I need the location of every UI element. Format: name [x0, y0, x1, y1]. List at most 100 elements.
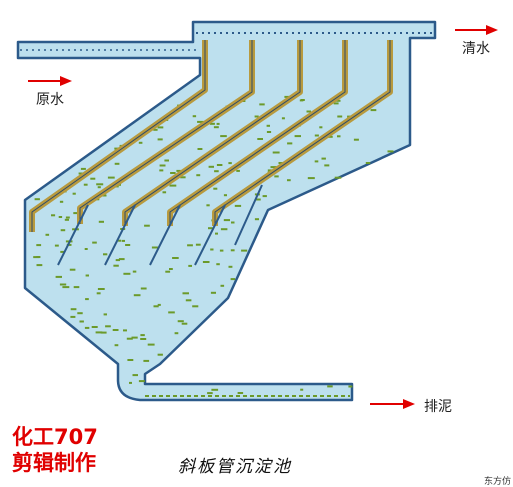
sludge-speck: [202, 261, 210, 263]
sludge-speck: [387, 150, 394, 153]
sludge-speck: [208, 165, 214, 168]
sludge-speck: [114, 162, 120, 165]
sludge-speck: [267, 169, 272, 172]
sludge-speck: [348, 385, 353, 388]
sludge-speck: [101, 194, 107, 197]
sludge-speck: [307, 177, 315, 180]
sludge-speck: [223, 219, 230, 222]
sludge-speck: [36, 264, 43, 267]
inclined-plate-edge: [214, 40, 391, 226]
inclined-plate-edge: [31, 40, 206, 232]
sludge-speck: [125, 244, 131, 246]
sludge-speck: [65, 216, 70, 219]
sludge-speck: [114, 344, 119, 347]
sludge-speck: [176, 169, 181, 172]
sludge-speck: [213, 126, 219, 129]
sludge-speck: [126, 337, 133, 340]
sludge-speck: [192, 305, 199, 308]
sludge-speck: [257, 138, 263, 140]
sludge-speck: [255, 198, 261, 201]
sludge-speck: [337, 115, 343, 118]
sludge-speck: [337, 135, 341, 138]
sludge-speck: [177, 320, 184, 323]
sludge-speck: [169, 184, 177, 187]
sludge-speck: [207, 392, 213, 395]
sludge-speck: [51, 214, 56, 217]
sludge-speck: [241, 249, 248, 252]
inclined-plate-edge: [169, 40, 346, 226]
sludge-speck: [216, 263, 220, 266]
sludge-speck: [287, 179, 291, 182]
inclined-plates: [29, 40, 393, 232]
sludge-speck: [113, 264, 119, 267]
sludge-speck: [97, 186, 101, 189]
sludge-speck: [254, 218, 259, 221]
sludge-speck: [266, 124, 270, 127]
sludge-speck: [118, 239, 122, 242]
sludge-speck: [210, 248, 214, 251]
sludge-speck: [236, 169, 240, 172]
sludge-speck: [169, 268, 173, 270]
sludge-speck: [157, 303, 161, 306]
sludge-speck: [266, 131, 272, 133]
sludge-speck: [211, 388, 219, 391]
sludge-speck: [60, 250, 65, 253]
sludge-speck: [324, 164, 330, 167]
sludge-speck: [174, 332, 179, 335]
sludge-speck: [55, 275, 62, 278]
sludge-speck: [58, 216, 63, 218]
sludge-speck: [144, 224, 150, 227]
sludge-speck: [210, 291, 216, 294]
sludge-speck: [230, 249, 235, 252]
sludge-speck: [168, 311, 175, 314]
sludge-speck: [64, 218, 69, 221]
sludge-speck: [197, 148, 203, 150]
sludge-arrow: [370, 399, 415, 409]
sludge-speck: [103, 313, 107, 316]
sludge-speck: [54, 244, 59, 247]
sludge-speck: [172, 257, 179, 259]
sludge-speck: [220, 135, 227, 138]
corner-watermark: 东方仿: [483, 477, 511, 487]
sludge-speck: [97, 288, 105, 290]
sludge-speck: [84, 248, 88, 250]
sludge-speck: [73, 286, 80, 289]
sludge-speck: [84, 326, 90, 329]
sludge-speck: [216, 164, 223, 166]
sludge-speck: [187, 244, 193, 247]
sludge-speck: [133, 294, 141, 297]
sludge-speck: [62, 286, 70, 289]
sludge-speck: [72, 192, 76, 195]
sludge-speck: [138, 380, 145, 383]
sludge-speck: [370, 109, 377, 112]
sludge-speck: [140, 334, 145, 337]
sludge-speck: [353, 138, 359, 141]
sludge-speck: [215, 232, 218, 235]
sludge-speck: [85, 274, 89, 277]
sludge-speck: [314, 160, 319, 163]
sludge-speck: [129, 381, 132, 384]
sludge-speck: [45, 233, 50, 236]
tube-line: [57, 204, 89, 266]
sludge-speck: [365, 162, 371, 164]
sludge-speck: [59, 200, 64, 203]
sludge-speck: [333, 102, 339, 105]
sludge-speck: [219, 249, 224, 252]
sludge-speck: [153, 128, 158, 131]
sludge-speck: [85, 298, 89, 301]
sludge-speck: [300, 388, 304, 391]
sludge-speck: [165, 270, 171, 273]
inclined-plate-edge: [124, 40, 301, 226]
tube-line: [194, 204, 226, 266]
sludge-speck: [299, 99, 304, 102]
sludge-speck: [328, 135, 333, 138]
sludge-speck: [228, 265, 233, 268]
sludge-speck: [91, 326, 98, 328]
sludge-speck: [159, 164, 166, 167]
sludge-speck: [96, 183, 104, 186]
sludge-speck: [92, 241, 97, 244]
sludge-speck: [223, 194, 227, 197]
sludge-speck: [196, 174, 201, 177]
sludge-speck: [98, 220, 104, 223]
sludge-speck: [73, 212, 80, 215]
